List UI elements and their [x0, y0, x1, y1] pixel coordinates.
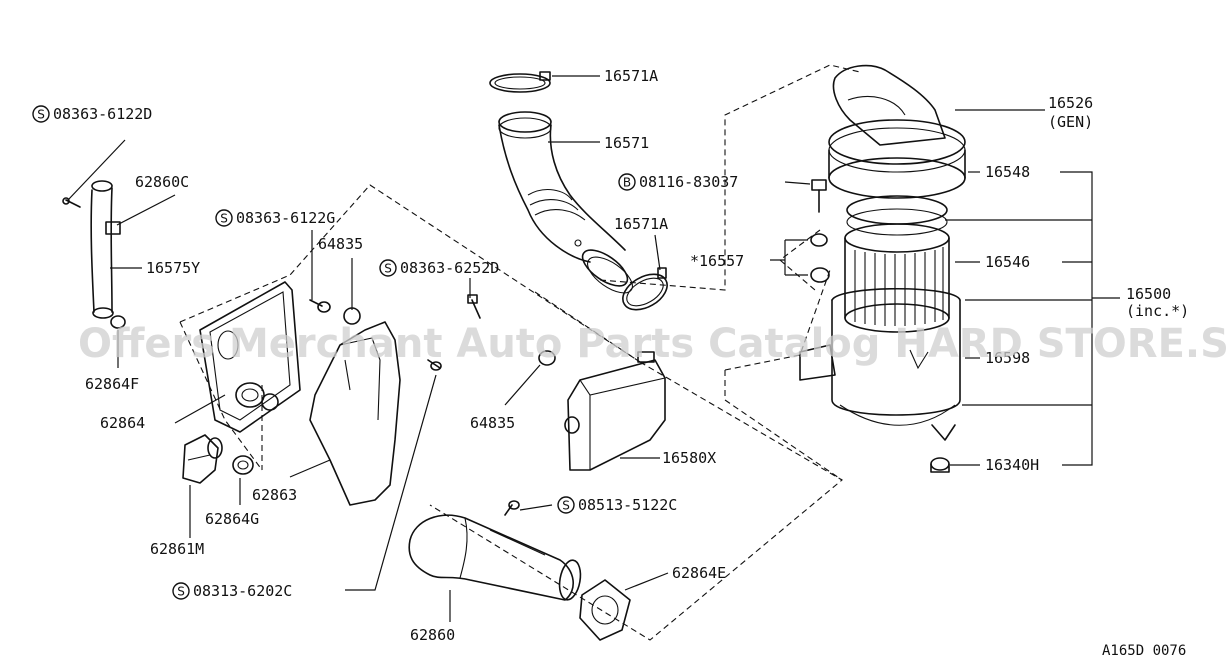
- b-marker-08116-83037: B: [618, 173, 636, 191]
- label-62864f: 62864F: [85, 375, 139, 393]
- label-16571a-top: 16571A: [604, 67, 658, 85]
- label-16548: 16548: [985, 163, 1030, 181]
- label-16500: 16500: [1126, 285, 1171, 303]
- svg-text:S: S: [384, 262, 392, 276]
- label-08513-5122c: 08513-5122C: [578, 496, 677, 514]
- label-62864g: 62864G: [205, 510, 259, 528]
- label-62863: 62863: [252, 486, 297, 504]
- svg-text:S: S: [562, 499, 570, 513]
- dash-mid-right: [724, 269, 831, 371]
- watermark-text: Offers Merchant Auto Parts Catalog HARD …: [78, 321, 1229, 367]
- label-16526: 16526: [1048, 94, 1093, 112]
- svg-text:S: S: [177, 585, 185, 599]
- cap-16340h-part: [930, 457, 950, 473]
- s-marker-08363-6122d: S: [32, 105, 50, 123]
- dash-mid-link: [534, 291, 641, 363]
- label-62861m: 62861M: [150, 540, 204, 558]
- label-64835-mid: 64835: [470, 414, 515, 432]
- intake-hose-16571-part: [498, 111, 633, 294]
- dash-lower-group: [429, 361, 843, 641]
- panel-62864-part: [199, 281, 301, 433]
- label-62860: 62860: [410, 626, 455, 644]
- grommet-62864f-part: [110, 315, 126, 329]
- label-16575y: 16575Y: [146, 259, 200, 277]
- label-62864: 62864: [100, 414, 145, 432]
- label-16571: 16571: [604, 134, 649, 152]
- dash-top-right: [599, 64, 861, 291]
- svg-text:B: B: [623, 176, 631, 190]
- s-marker-08513-5122c: S: [557, 496, 575, 514]
- resonator-16580x-part: [564, 351, 666, 471]
- dash-panel-left: [179, 321, 263, 471]
- grommet-62864e-part: [579, 579, 631, 641]
- svg-text:S: S: [220, 212, 228, 226]
- label-08313-6202c: 08313-6202C: [193, 582, 292, 600]
- label-16526-gen: (GEN): [1048, 113, 1093, 131]
- dashed-outlines: [179, 64, 861, 641]
- air-cleaner-16500-part: [799, 64, 966, 441]
- dash-panel-group: [179, 184, 641, 363]
- figure-reference: A165D 0076: [1102, 643, 1186, 659]
- s-marker-08313-6202c: S: [172, 582, 190, 600]
- part-labels: 16571A 16571 16571A 08363-6122D 62860C 1…: [53, 67, 1189, 644]
- grommet-62864g-part: [232, 455, 254, 475]
- label-08363-6122g: 08363-6122G: [236, 209, 335, 227]
- hose-16575y-part: [62, 180, 121, 319]
- svg-text:S: S: [37, 108, 45, 122]
- filter-pleats: [854, 247, 944, 326]
- clamp-16571a-top-part: [489, 71, 551, 93]
- label-16557: *16557: [690, 252, 744, 270]
- symbol-circles: S S S S S B: [32, 105, 636, 600]
- label-16598: 16598: [985, 349, 1030, 367]
- bolt-parts: [309, 294, 556, 371]
- label-08116-83037: 08116-83037: [639, 173, 738, 191]
- label-16546: 16546: [985, 253, 1030, 271]
- s-marker-08363-6122g: S: [215, 209, 233, 227]
- clamp-16571a-mid-part: [622, 267, 668, 311]
- label-16580x: 16580X: [662, 449, 716, 467]
- bolt-16557-parts: [810, 179, 830, 283]
- label-62864e: 62864E: [672, 564, 726, 582]
- label-62860c: 62860C: [135, 173, 189, 191]
- leader-lines: [67, 75, 1120, 622]
- elbow-62861m-part: [182, 434, 223, 484]
- duct-62860-part: [408, 500, 582, 601]
- label-16571a-mid: 16571A: [614, 215, 668, 233]
- s-marker-08363-6252d: S: [379, 259, 397, 277]
- label-08363-6122d: 08363-6122D: [53, 105, 152, 123]
- label-16340h: 16340H: [985, 456, 1039, 474]
- label-08363-6252d: 08363-6252D: [400, 259, 499, 277]
- dash-right-down: [724, 370, 843, 481]
- label-64835-top: 64835: [318, 235, 363, 253]
- label-16500-inc: (inc.*): [1126, 302, 1189, 320]
